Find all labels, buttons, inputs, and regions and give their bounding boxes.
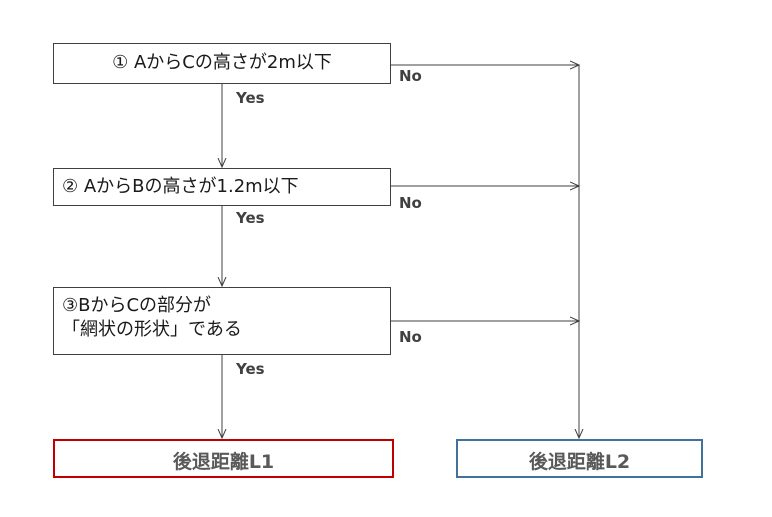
condition-2-box: ② AからBの高さが1.2m以下 xyxy=(53,168,391,206)
yes-label-2: Yes xyxy=(236,209,265,227)
result-l1-box: 後退距離L1 xyxy=(53,439,394,478)
condition-3-line2: 「網状の形状」である xyxy=(62,319,242,340)
condition-1-box: ① AからCの高さが2m以下 xyxy=(53,43,391,84)
no-label-2: No xyxy=(399,194,422,212)
no-label-1: No xyxy=(399,67,422,85)
result-l1-text: 後退距離L1 xyxy=(172,451,275,473)
condition-3-box: ③BからCの部分が 「網状の形状」である xyxy=(53,287,391,355)
condition-3-line1: ③BからCの部分が xyxy=(62,295,212,316)
condition-1-text: ① AからCの高さが2m以下 xyxy=(112,52,332,73)
result-l2-text: 後退距離L2 xyxy=(528,451,631,473)
result-l2-box: 後退距離L2 xyxy=(456,439,703,478)
yes-label-1: Yes xyxy=(236,89,265,107)
no-label-3: No xyxy=(399,328,422,346)
yes-label-3: Yes xyxy=(236,360,265,378)
condition-2-text: ② AからBの高さが1.2m以下 xyxy=(62,176,299,197)
